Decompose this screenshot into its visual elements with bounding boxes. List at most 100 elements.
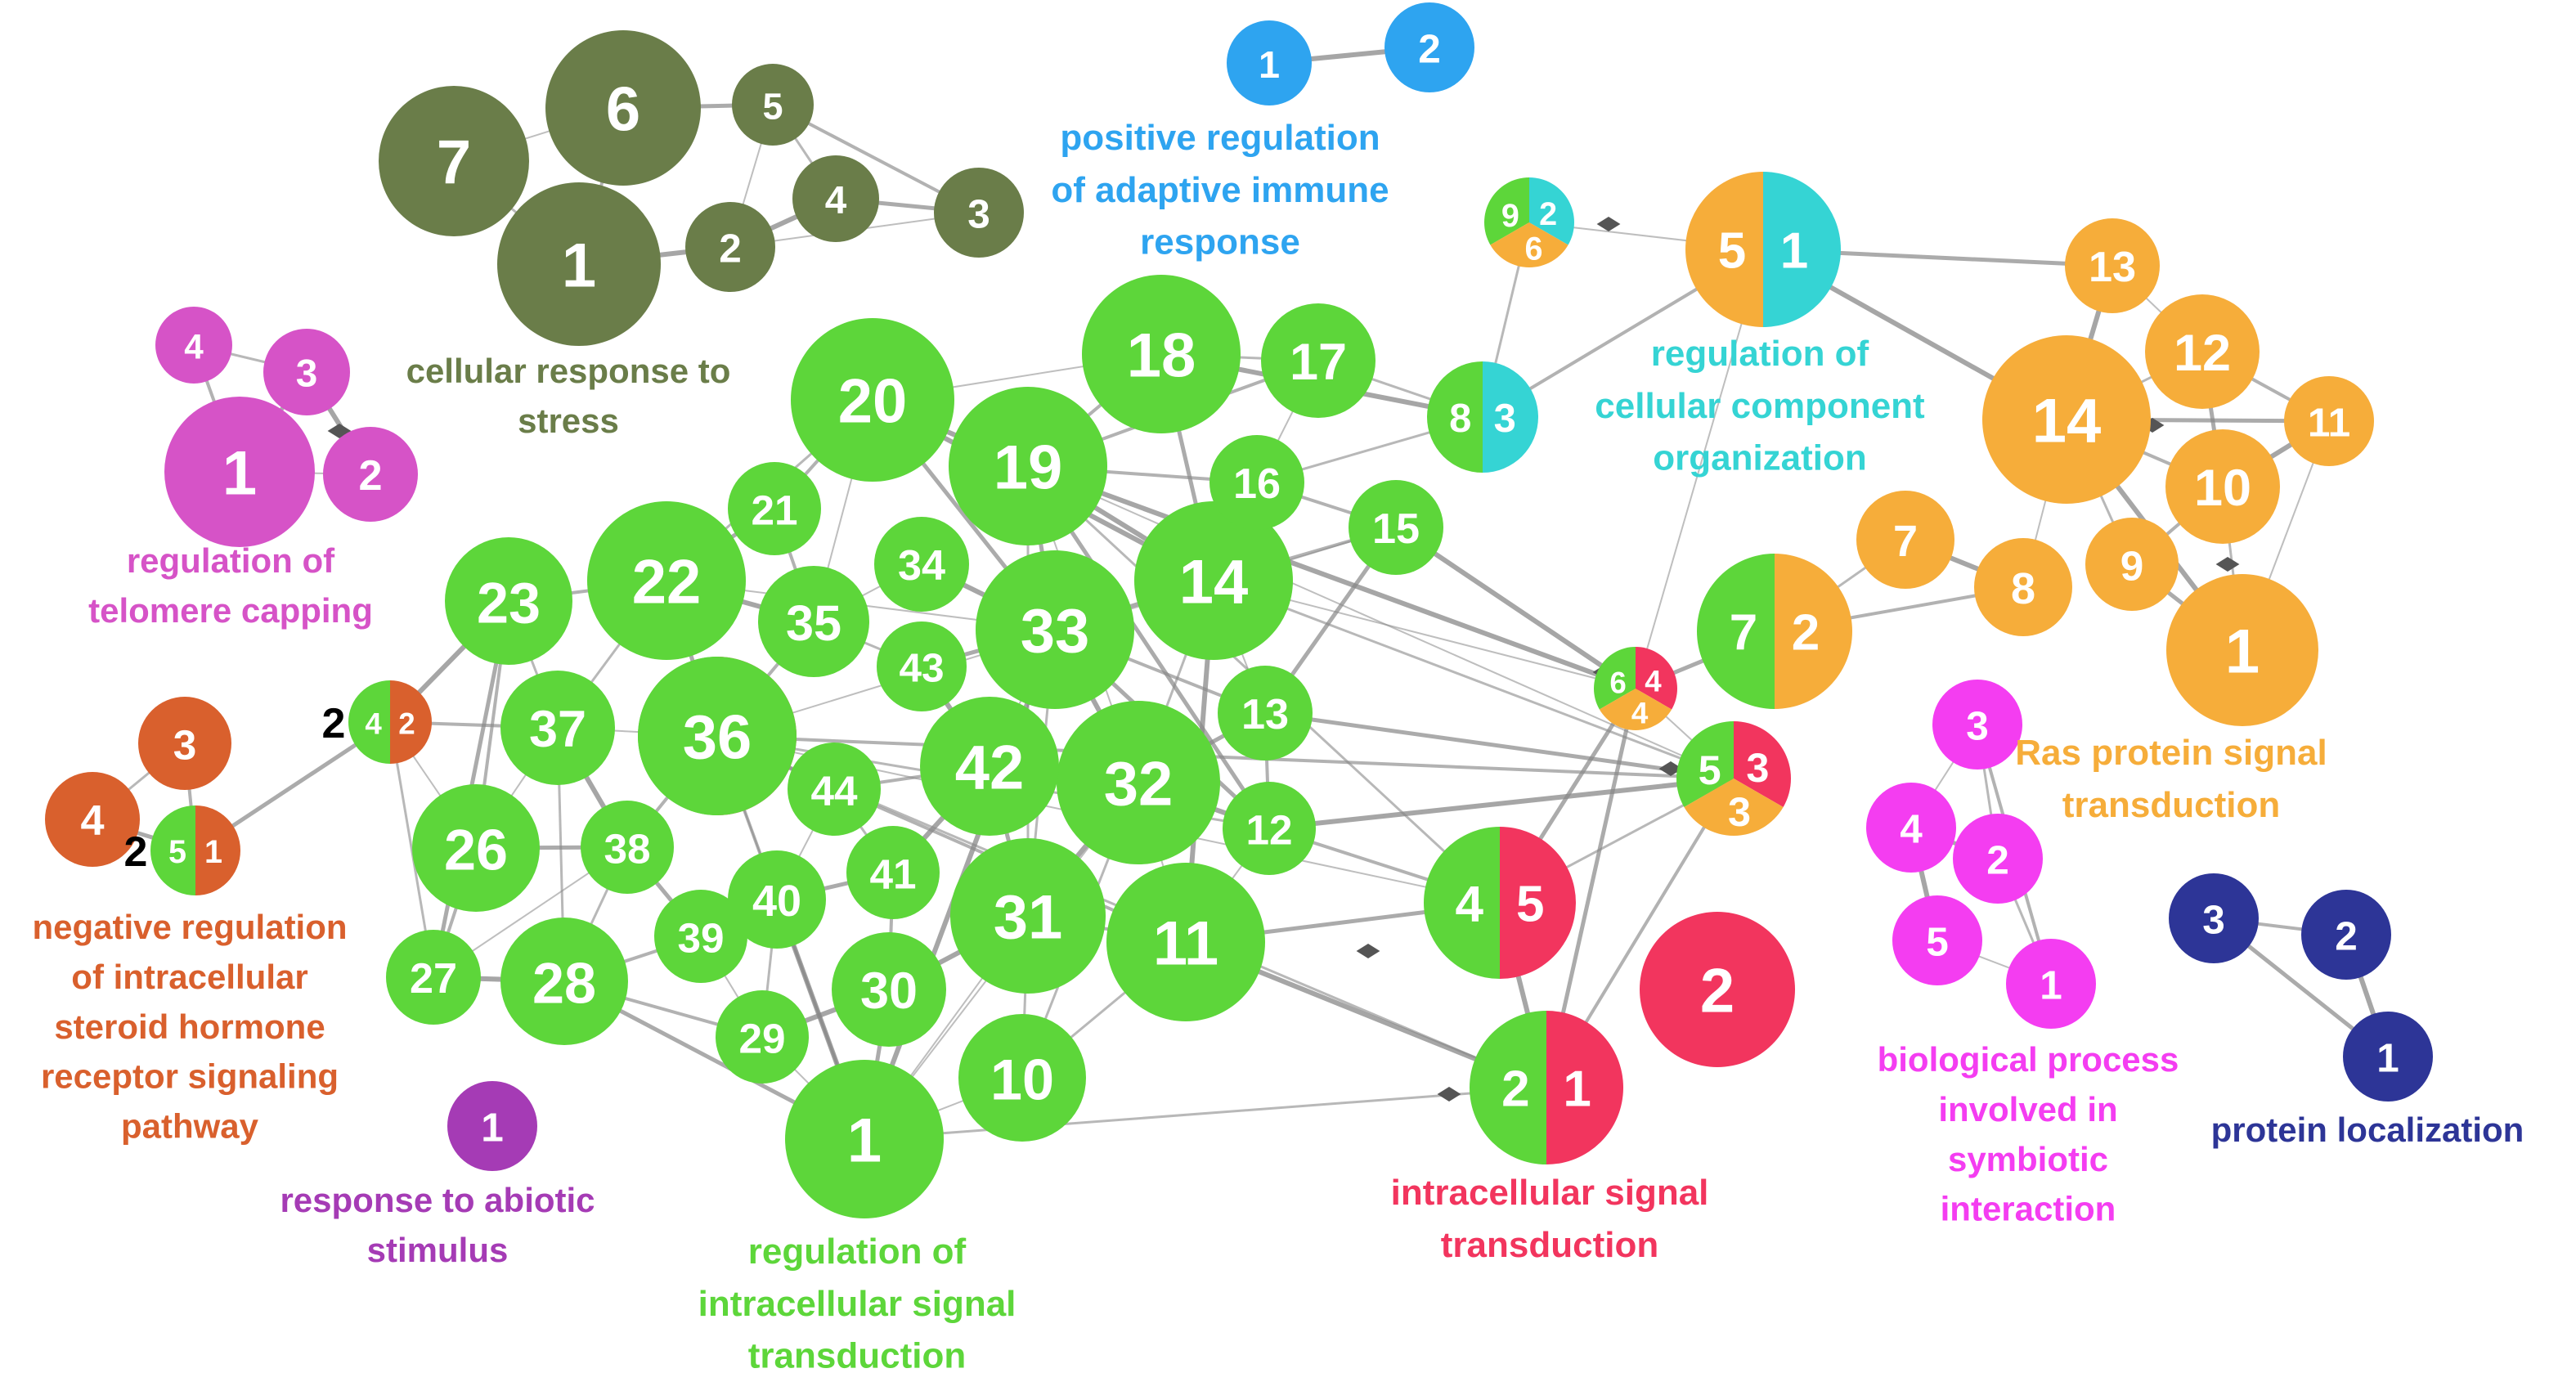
node-circle <box>638 657 797 815</box>
node-circle <box>920 697 1059 836</box>
node-label: 4 <box>365 707 382 741</box>
node-circle <box>545 30 701 186</box>
network-node: 3 <box>138 697 231 790</box>
network-edge <box>1268 776 1735 831</box>
node-label: 7 <box>1730 605 1757 662</box>
node-circle <box>958 1014 1086 1142</box>
node-label: 19 <box>994 433 1063 503</box>
network-edge <box>864 1086 1547 1141</box>
network-node: 33 <box>976 550 1134 709</box>
node-circle <box>500 671 615 785</box>
network-node: 2 <box>2301 890 2391 980</box>
node-label: 2 <box>1700 957 1735 1026</box>
cluster-label-line: response to abiotic <box>280 1181 595 1219</box>
node-circle <box>386 930 481 1025</box>
arrowhead-marker <box>1596 217 1621 231</box>
node-label: 4 <box>1645 664 1662 698</box>
network-node: 12 <box>1223 782 1316 875</box>
node-circle <box>1057 701 1220 864</box>
network-node: 2 <box>1640 912 1795 1067</box>
node-circle <box>1932 680 2022 770</box>
arrowhead-marker <box>1658 761 1683 776</box>
network-node: 11 <box>1106 863 1265 1021</box>
node-label: 1 <box>222 439 257 509</box>
cluster-label-line: involved in <box>1938 1090 2117 1128</box>
node-label: 1 <box>2225 617 2260 687</box>
node-circle <box>1349 480 1443 575</box>
network-node: 43 <box>877 621 967 711</box>
node-label: 1 <box>847 1106 882 1176</box>
node-label: 11 <box>1153 909 1218 979</box>
network-node: 1 <box>785 1060 944 1218</box>
node-label: 2 <box>398 707 415 741</box>
node-label: 41 <box>869 851 916 898</box>
network-node: 18 <box>1082 275 1241 433</box>
cluster-label-line: organization <box>1653 438 1867 478</box>
network-edge <box>1026 464 1637 691</box>
network-node: 4 <box>1866 783 1956 873</box>
node-circle <box>2284 376 2374 466</box>
network-edge <box>716 734 1735 780</box>
node-label: 33 <box>1021 597 1090 666</box>
network-node: 1 <box>497 182 661 346</box>
node-circle <box>447 1081 537 1171</box>
network-node: 10 <box>2165 429 2280 544</box>
arrowhead-marker <box>2215 557 2240 572</box>
cluster-label-line: intracellular signal <box>698 1284 1016 1324</box>
cluster-label-line: steroid hormone <box>54 1007 325 1046</box>
node-circle <box>685 202 775 292</box>
node-label: 8 <box>2011 564 2035 613</box>
node-slice <box>1500 827 1576 979</box>
node-circle <box>500 918 628 1045</box>
node-label: 15 <box>1372 505 1420 553</box>
node-label: 10 <box>2194 460 2251 517</box>
node-circle <box>1640 912 1795 1067</box>
node-circle <box>2166 574 2318 726</box>
cluster-label-line: biological process <box>1878 1040 2179 1079</box>
network-edge <box>1213 579 1735 780</box>
node-circle <box>2145 294 2260 409</box>
node-layer: 7615423431234112519268372644533453621242… <box>45 2 2433 1218</box>
node-label: 36 <box>683 703 752 773</box>
node-label: 12 <box>1245 807 1292 854</box>
network-node: 12 <box>2145 294 2260 409</box>
network-node: 42 <box>920 697 1059 836</box>
network-node: 14 <box>1982 335 2151 504</box>
node-slice <box>348 680 390 764</box>
network-node: 3 <box>2169 873 2259 963</box>
network-node: 23 <box>445 537 572 665</box>
network-node: 38 <box>581 801 674 894</box>
node-label: 1 <box>481 1106 504 1151</box>
node-label: 34 <box>898 542 945 590</box>
node-label: 23 <box>477 571 541 635</box>
node-circle <box>2065 218 2160 313</box>
node-outside-label: 2 <box>322 700 346 747</box>
network-node: 1 <box>2166 574 2318 726</box>
network-node: 5 <box>732 64 814 146</box>
node-label: 4 <box>80 797 104 845</box>
node-circle <box>2301 890 2391 980</box>
arrowhead-marker <box>1437 1087 1461 1102</box>
node-circle <box>785 1060 944 1218</box>
network-node: 35 <box>758 566 869 677</box>
network-node: 21 <box>728 462 821 555</box>
node-label: 44 <box>810 768 858 814</box>
network-node: 41 <box>846 826 940 919</box>
node-label: 9 <box>2120 543 2144 590</box>
network-node: 14 <box>1134 501 1293 660</box>
cluster-label-line: cellular response to <box>406 352 731 390</box>
node-circle <box>1982 335 2151 504</box>
network-node: 11 <box>2284 376 2374 466</box>
cluster-label-line: regulation of <box>748 1232 967 1272</box>
node-label: 13 <box>2089 244 2136 291</box>
node-label: 27 <box>410 955 457 1003</box>
node-label: 7 <box>1893 517 1918 566</box>
network-node: 16 <box>1209 435 1304 530</box>
node-label: 3 <box>1746 744 1769 791</box>
